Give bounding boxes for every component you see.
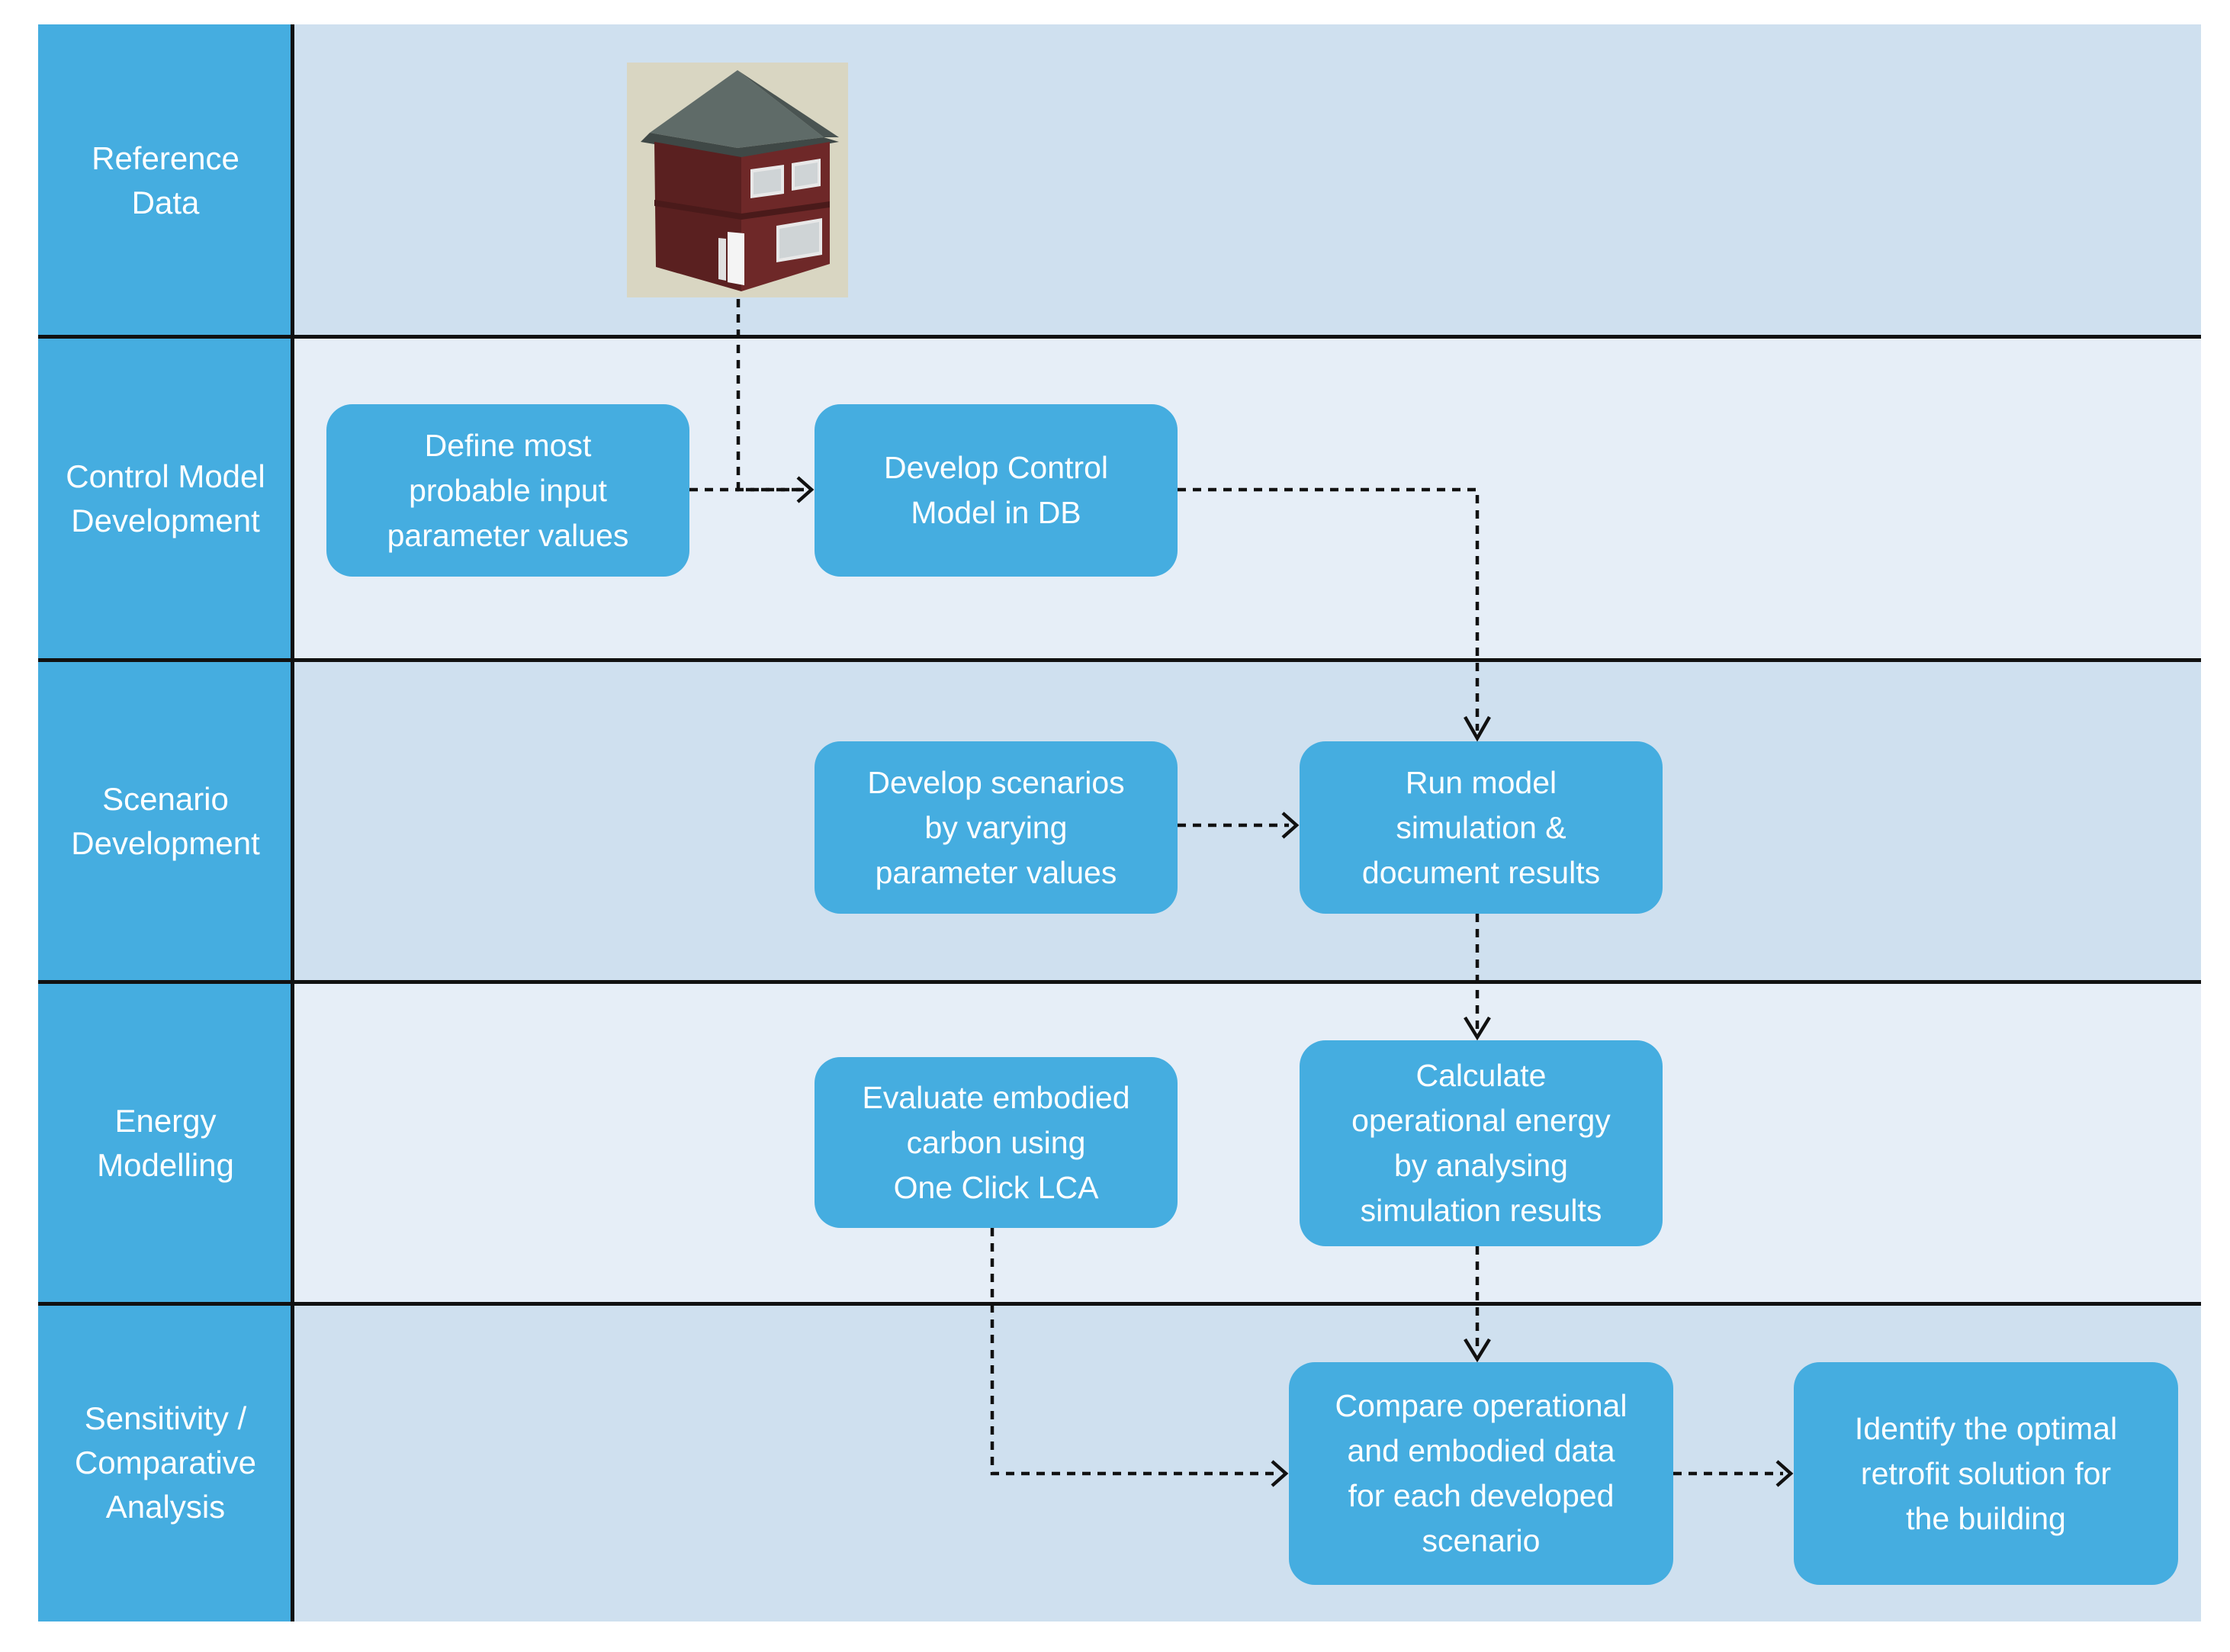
box-identify-optimal: Identify the optimal retrofit solution f… [1794,1362,2178,1585]
lane-divider-1 [38,335,2201,339]
lane-label-scenario: Scenario Development [38,660,293,982]
lane-divider-vertical [291,24,294,1621]
box-define-params: Define most probable input parameter val… [326,404,689,577]
lane-label-control-model: Control Model Development [38,337,293,660]
box-calculate-operational: Calculate operational energy by analysin… [1300,1040,1663,1246]
house-model-image [627,63,848,297]
box-run-simulation: Run model simulation & document results [1300,741,1663,914]
box-compare-data: Compare operational and embodied data fo… [1289,1362,1673,1585]
box-develop-control: Develop Control Model in DB [815,404,1178,577]
box-evaluate-embodied: Evaluate embodied carbon using One Click… [815,1057,1178,1228]
lane-label-analysis: Sensitivity / Comparative Analysis [38,1304,293,1621]
lane-divider-3 [38,980,2201,984]
lane-divider-4 [38,1302,2201,1306]
lane-label-reference-data: Reference Data [38,24,293,337]
lane-bg-reference-data [38,24,2201,337]
lane-divider-2 [38,658,2201,662]
lane-label-energy-modelling: Energy Modelling [38,982,293,1304]
box-develop-scenarios: Develop scenarios by varying parameter v… [815,741,1178,914]
